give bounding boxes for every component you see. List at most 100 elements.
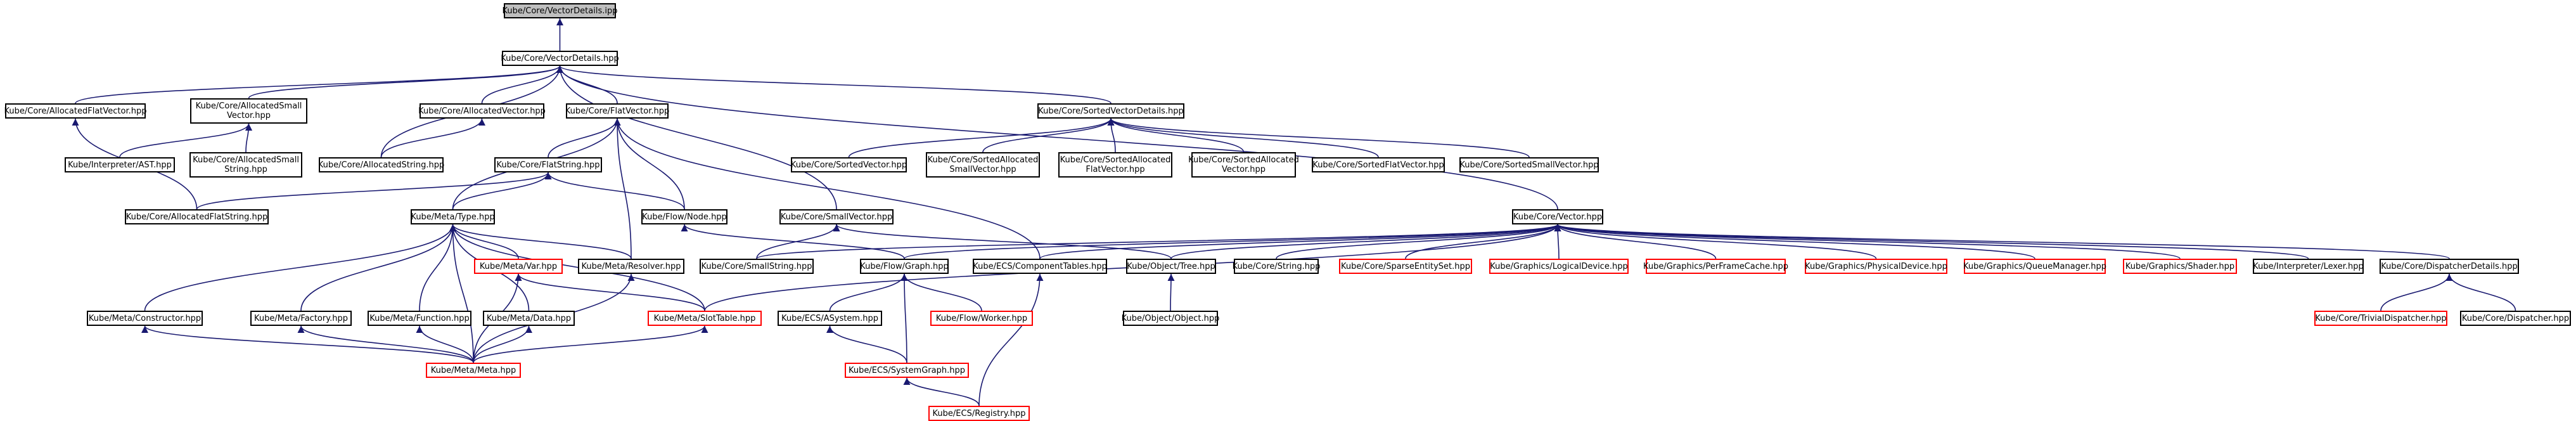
- graph-edge-afv-to-vdh: [75, 65, 563, 104]
- graph-edge-svd-to-vdh: [556, 65, 1112, 104]
- graph-node-label-line: Vector.hpp: [226, 111, 271, 120]
- graph-edge-mm-to-mc: [141, 325, 474, 363]
- graph-edge-mr-to-fv: [613, 118, 632, 259]
- graph-node-label-line: Kube/Core/AllocatedSmall: [195, 101, 302, 111]
- graph-node-label: Kube/Core/SortedSmallVector.hpp: [1459, 160, 1598, 170]
- graph-node-cs[interactable]: Kube/Core/String.hpp: [1233, 259, 1320, 274]
- graph-node-fv[interactable]: Kube/Core/FlatVector.hpp: [565, 103, 669, 119]
- graph-node-mr[interactable]: Kube/Meta/Resolver.hpp: [578, 259, 684, 274]
- graph-edge-esg-to-easy: [826, 325, 907, 363]
- graph-node-label-line: Kube/Core/SortedFlatVector.hpp: [1312, 160, 1444, 170]
- graph-edge-fn-to-fv: [613, 118, 685, 210]
- graph-node-ssv[interactable]: Kube/Core/SortedSmallVector.hpp: [1459, 157, 1599, 172]
- graph-node-cdd[interactable]: Kube/Core/DispatcherDetails.hpp: [2380, 259, 2519, 274]
- graph-node-gqm[interactable]: Kube/Graphics/QueueManager.hpp: [1963, 259, 2106, 274]
- graph-node-label: Kube/Flow/Node.hpp: [642, 212, 727, 222]
- graph-edge-ect-to-fv: [613, 118, 1041, 259]
- graph-edge-mm-to-md: [473, 325, 533, 363]
- graph-node-mfn[interactable]: Kube/Meta/Function.hpp: [368, 311, 471, 326]
- graph-node-md[interactable]: Kube/Meta/Data.hpp: [483, 311, 575, 326]
- graph-node-label: Kube/Core/FlatString.hpp: [496, 160, 599, 170]
- graph-edge-cv-to-vdh: [556, 65, 1558, 210]
- graph-edge-sav-to-svd: [1107, 118, 1245, 153]
- graph-node-label-line: Kube/Core/Dispatcher.hpp: [2461, 313, 2570, 323]
- graph-node-cv[interactable]: Kube/Core/Vector.hpp: [1512, 209, 1603, 224]
- graph-node-label-line: Kube/ECS/Registry.hpp: [932, 408, 1026, 418]
- graph-node-fn[interactable]: Kube/Flow/Node.hpp: [641, 209, 727, 224]
- graph-node-label-line: Kube/Flow/Worker.hpp: [935, 313, 1028, 323]
- graph-node-label: Kube/Core/SortedVector.hpp: [791, 160, 907, 170]
- graph-edge-fs-to-fv: [548, 118, 621, 158]
- graph-node-sfv[interactable]: Kube/Core/SortedFlatVector.hpp: [1312, 157, 1445, 172]
- graph-node-ast[interactable]: Kube/Interpreter/AST.hpp: [65, 157, 175, 172]
- graph-node-ect[interactable]: Kube/ECS/ComponentTables.hpp: [973, 259, 1107, 274]
- graph-edge-esg-to-fg: [900, 273, 908, 363]
- graph-node-fw[interactable]: Kube/Flow/Worker.hpp: [930, 311, 1033, 326]
- graph-node-label: Kube/Graphics/PerFrameCache.hpp: [1643, 262, 1788, 271]
- graph-node-label-line: Kube/Core/DispatcherDetails.hpp: [2381, 261, 2518, 271]
- graph-node-label: Kube/Meta/Type.hpp: [411, 212, 494, 222]
- graph-node-mm[interactable]: Kube/Meta/Meta.hpp: [426, 363, 521, 378]
- graph-node-label-line: Kube/Core/AllocatedFlatString.hpp: [125, 212, 268, 222]
- graph-node-label-line: Kube/Flow/Node.hpp: [642, 212, 727, 222]
- graph-node-mf[interactable]: Kube/Meta/Factory.hpp: [250, 311, 352, 326]
- graph-node-gs[interactable]: Kube/Graphics/Shader.hpp: [2123, 259, 2237, 274]
- graph-node-label-line: Kube/Core/SortedVector.hpp: [790, 160, 907, 170]
- graph-node-mst[interactable]: Kube/Meta/SlotTable.hpp: [648, 311, 762, 326]
- graph-node-css[interactable]: Kube/Core/SmallString.hpp: [700, 259, 814, 274]
- graph-node-fg[interactable]: Kube/Flow/Graph.hpp: [860, 259, 949, 274]
- graph-node-ot[interactable]: Kube/Object/Tree.hpp: [1126, 259, 1216, 274]
- graph-node-oo[interactable]: Kube/Object/Object.hpp: [1122, 311, 1219, 326]
- graph-node-label-line: Kube/Flow/Graph.hpp: [860, 261, 949, 271]
- graph-node-mt[interactable]: Kube/Meta/Type.hpp: [411, 209, 495, 224]
- graph-node-fs[interactable]: Kube/Core/FlatString.hpp: [494, 157, 602, 172]
- graph-edge-afs-to-fs: [196, 172, 552, 210]
- graph-node-sv[interactable]: Kube/Core/SortedVector.hpp: [791, 157, 907, 172]
- graph-node-afs[interactable]: Kube/Core/AllocatedFlatString.hpp: [125, 209, 269, 224]
- graph-node-as[interactable]: Kube/Core/AllocatedString.hpp: [318, 157, 444, 172]
- graph-node-ctd[interactable]: Kube/Core/TrivialDispatcher.hpp: [2314, 311, 2447, 326]
- graph-node-il[interactable]: Kube/Interpreter/Lexer.hpp: [2253, 259, 2364, 274]
- graph-edge-fv-to-vdh: [556, 65, 618, 104]
- graph-node-label: Kube/Core/AllocatedFlatString.hpp: [126, 212, 268, 222]
- graph-node-svd[interactable]: Kube/Core/SortedVectorDetails.hpp: [1037, 103, 1184, 119]
- graph-node-label: Kube/Flow/Worker.hpp: [936, 314, 1027, 323]
- graph-node-label: Kube/Core/AllocatedString.hpp: [318, 160, 444, 170]
- graph-edge-cdd-to-cv: [1554, 224, 2450, 259]
- graph-node-label-line: Kube/Graphics/QueueManager.hpp: [1963, 261, 2106, 271]
- graph-node-label-line: Kube/Meta/Constructor.hpp: [88, 313, 202, 323]
- graph-node-mv[interactable]: Kube/Meta/Var.hpp: [474, 259, 563, 274]
- graph-node-afv[interactable]: Kube/Core/AllocatedFlatVector.hpp: [4, 103, 147, 119]
- graph-node-label-line: Kube/Core/SortedVectorDetails.hpp: [1038, 106, 1184, 116]
- graph-node-label-line: Kube/Core/AllocatedString.hpp: [317, 160, 445, 170]
- graph-node-root: Kube/Core/VectorDetails.ipp: [503, 3, 617, 18]
- graph-node-label: Kube/Meta/Resolver.hpp: [582, 262, 681, 271]
- graph-node-gld[interactable]: Kube/Graphics/LogicalDevice.hpp: [1489, 259, 1629, 274]
- graph-node-mc[interactable]: Kube/Meta/Constructor.hpp: [87, 311, 203, 326]
- graph-node-esg[interactable]: Kube/ECS/SystemGraph.hpp: [845, 363, 969, 378]
- graph-node-er[interactable]: Kube/ECS/Registry.hpp: [928, 406, 1030, 421]
- graph-node-label: Kube/Core/SortedFlatVector.hpp: [1312, 160, 1444, 170]
- graph-node-av[interactable]: Kube/Core/AllocatedVector.hpp: [418, 103, 546, 119]
- graph-node-gpd[interactable]: Kube/Graphics/PhysicalDevice.hpp: [1805, 259, 1947, 274]
- graph-node-label-line: Kube/Object/Tree.hpp: [1127, 261, 1215, 271]
- graph-node-smv[interactable]: Kube/Core/SmallVector.hpp: [779, 209, 894, 224]
- graph-node-label: Kube/Core/VectorDetails.hpp: [501, 54, 619, 63]
- graph-edge-gld-to-cv: [1554, 224, 1561, 259]
- graph-node-easy[interactable]: Kube/ECS/ASystem.hpp: [778, 311, 882, 326]
- graph-node-gpfc[interactable]: Kube/Graphics/PerFrameCache.hpp: [1643, 259, 1788, 274]
- graph-node-label-line: SmallVector.hpp: [949, 165, 1016, 174]
- graph-node-cd[interactable]: Kube/Core/Dispatcher.hpp: [2460, 311, 2571, 326]
- graph-node-sset[interactable]: Kube/Core/SparseEntitySet.hpp: [1339, 259, 1472, 274]
- graph-node-label-line: Kube/Meta/Function.hpp: [369, 313, 470, 323]
- graph-node-vdh[interactable]: Kube/Core/VectorDetails.hpp: [501, 51, 619, 66]
- graph-node-label-line: Kube/ECS/SystemGraph.hpp: [849, 365, 965, 375]
- graph-edge-ctd-to-cdd: [2380, 273, 2453, 311]
- graph-node-label: Kube/Core/AllocatedVector.hpp: [418, 107, 546, 116]
